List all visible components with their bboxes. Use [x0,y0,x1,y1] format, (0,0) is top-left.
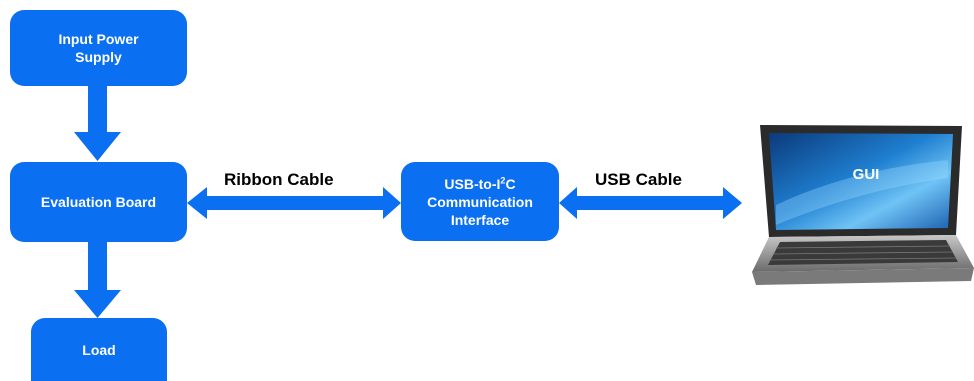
input-power-supply-line1: Input Power [58,31,139,47]
usb-interface-suffix: C [505,175,516,192]
evaluation-board-label: Evaluation Board [40,194,157,210]
usb-cable-label: USB Cable [595,170,682,189]
evaluation-board-block: Evaluation Board [10,162,187,242]
usb-interface-line3: Interface [450,211,510,228]
input-power-supply-block: Input Power Supply [10,10,187,86]
arrow-usb-cable [559,187,742,219]
load-label: Load [82,341,116,358]
usb-interface-line1: USB-to-I2C [427,175,533,193]
ribbon-cable-label: Ribbon Cable [224,170,334,189]
arrow-power-to-board [74,86,121,161]
usb-interface-line2: Communication [427,193,533,210]
usb-interface-prefix: USB-to-I [444,175,501,192]
laptop-image [752,125,974,285]
gui-screen-label: GUI [852,166,880,183]
arrow-ribbon-cable [187,187,401,219]
usb-interface-superscript: 2 [500,174,506,185]
input-power-supply-line2: Supply [75,49,122,65]
usb-to-i2c-interface-block: USB-to-I2C Communication Interface [401,162,559,241]
arrow-board-to-load [74,242,121,318]
load-block: Load [31,318,167,381]
